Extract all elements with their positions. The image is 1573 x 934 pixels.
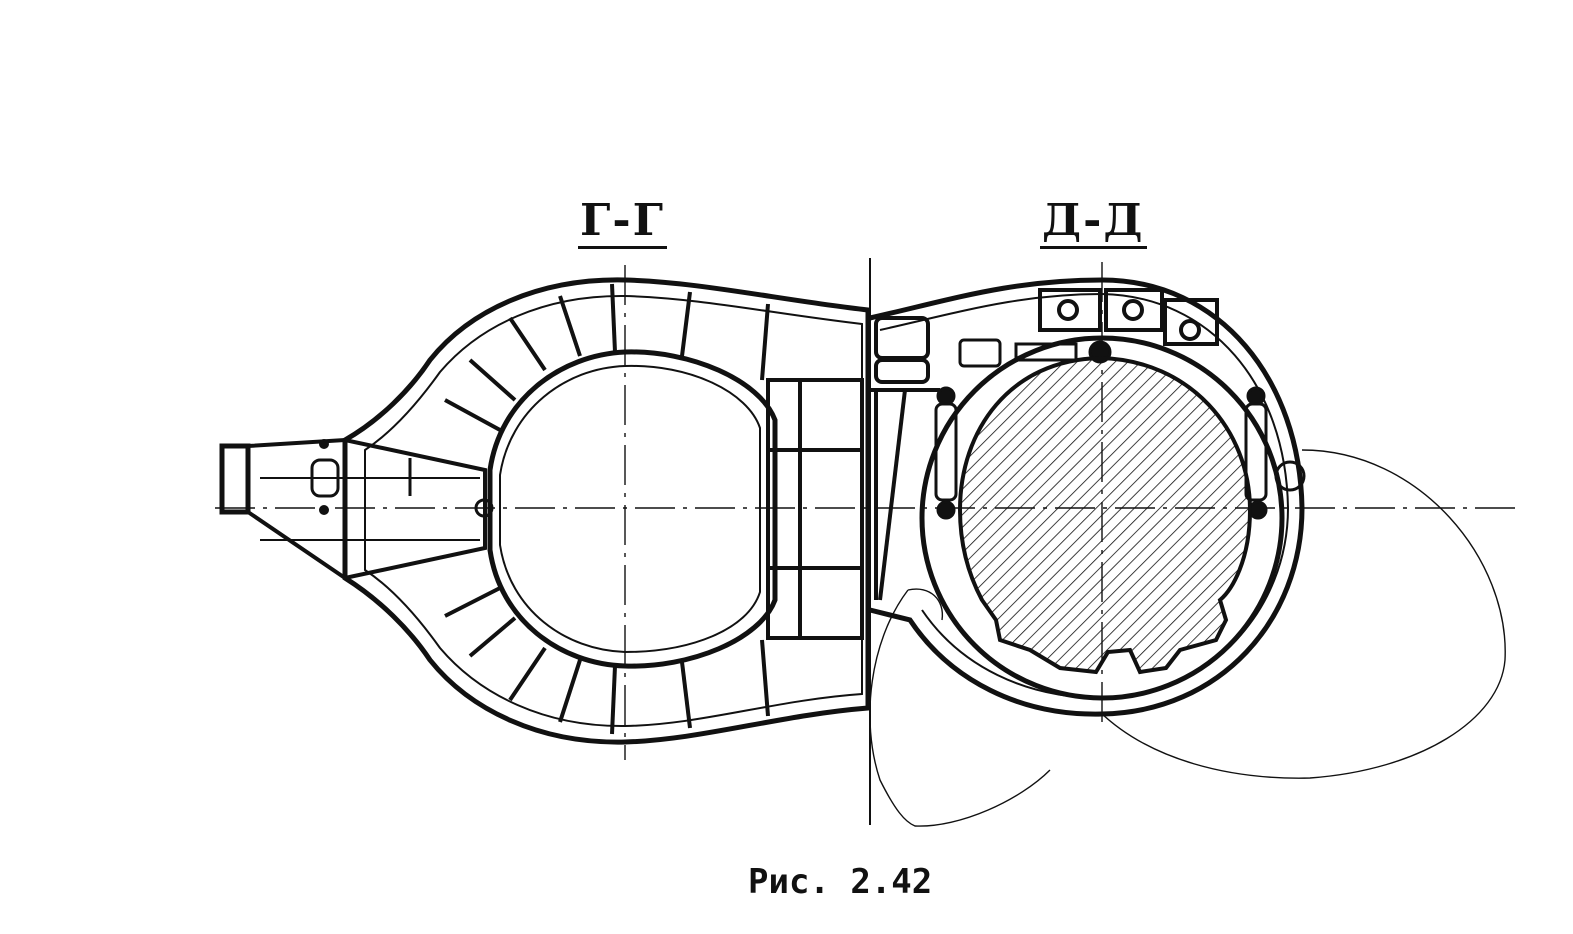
phantom-outlines <box>869 449 1506 827</box>
figure-caption: Рис. 2.42 <box>748 862 933 902</box>
section-label-gg: Г-Г <box>578 198 668 249</box>
section-dd-body <box>869 277 1306 717</box>
hatched-shaft <box>957 355 1253 675</box>
lug-arm <box>219 437 494 581</box>
section-gg-body <box>342 277 871 745</box>
section-label-dd: Д-Д <box>1040 198 1147 249</box>
